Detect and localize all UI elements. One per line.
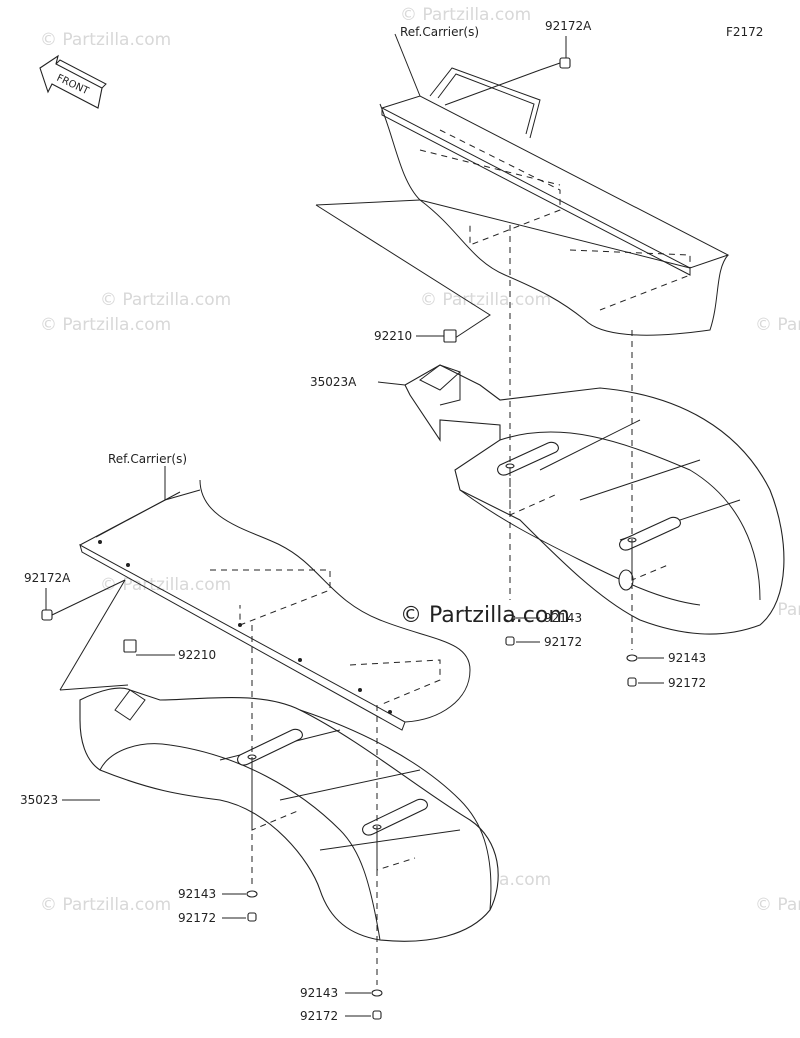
figure-code: F2172 [726,25,763,39]
part-label: 35023A [310,375,357,389]
partzilla-logo: © Partzilla.com [400,603,570,628]
screw-icon [247,912,257,922]
ref-carrier-lower: Ref.Carrier(s) [108,452,187,466]
front-arrow-icon: FRONT [39,54,107,109]
screw-icon [627,677,637,687]
ref-carrier-upper: Ref.Carrier(s) [400,25,479,39]
screw-icon [372,1010,382,1020]
part-label: 92172 [300,1009,338,1023]
part-label: 92172 [544,635,582,649]
part-label: 92172A [545,19,592,33]
watermark: © Partzilla.com [40,30,171,50]
watermark-layer: © Partzilla.com © Partzilla.com © Partzi… [40,5,800,915]
part-label: 92172A [24,571,71,585]
watermark: © Partzilla.com [755,315,800,335]
bolt-icon [41,579,126,621]
leader-line [59,579,126,691]
washer-icon [371,989,383,997]
lower-fender [79,687,499,942]
part-label: 92143 [668,651,706,665]
watermark: © Partzilla.com [100,290,231,310]
part-label: 92210 [374,329,412,343]
watermark: © Partzilla.com [40,315,171,335]
part-label: 92210 [178,648,216,662]
part-label: 92143 [544,611,582,625]
bolt-icon [444,57,571,106]
part-label: 92143 [300,986,338,1000]
clip-nut-icon [443,329,457,343]
watermark: © Partzilla.com [755,895,800,915]
watermark: © Partzilla.com [420,290,551,310]
upper-fender [404,364,785,635]
leader-line [394,33,421,97]
clip-nut-icon [123,639,137,653]
washer-icon [246,890,258,898]
part-label: 92143 [178,887,216,901]
part-label: 92172 [178,911,216,925]
leader-line [377,381,406,386]
watermark: © Partzilla.com [40,895,171,915]
screw-icon [505,636,515,646]
part-label: 35023 [20,793,58,807]
lower-carrier-reference [79,479,471,731]
washer-icon [504,614,516,622]
watermark: © Partzilla.com [400,5,531,25]
upper-carrier-reference [315,67,730,341]
washer-icon [626,654,638,662]
part-label: 92172 [668,676,706,690]
leader-line [59,684,129,691]
